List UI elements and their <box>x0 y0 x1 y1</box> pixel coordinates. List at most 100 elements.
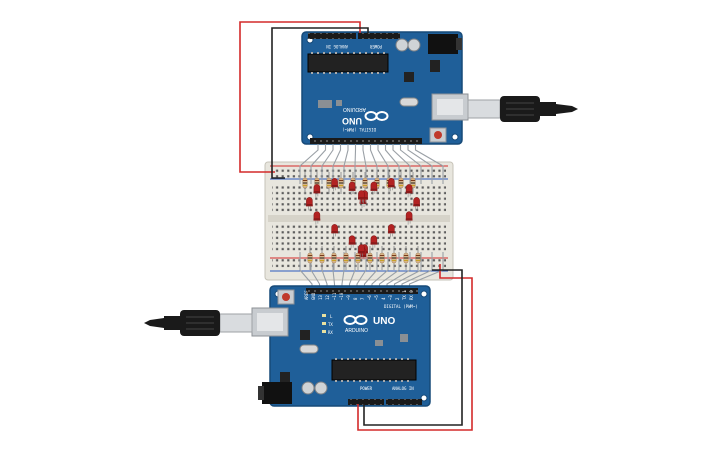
pin-label: ~11 <box>332 292 337 300</box>
capacitor-icon <box>301 381 315 395</box>
analog-in-label: ANALOG IN <box>392 386 414 391</box>
usb-cable-icon[interactable] <box>144 310 253 336</box>
led <box>370 181 378 195</box>
resistor <box>338 172 344 194</box>
board-model-label: UNO <box>342 116 362 126</box>
signal-wire <box>354 144 357 184</box>
led <box>331 178 339 192</box>
board-model-label: UNO <box>373 316 395 327</box>
pin-label: ~5 <box>374 295 379 300</box>
led <box>387 224 395 238</box>
pin-label: ~10 <box>339 292 344 300</box>
pin-label: 2 <box>395 297 400 300</box>
resistor <box>307 246 313 270</box>
atmega-chip-icon <box>331 359 417 381</box>
signal-wire <box>332 144 342 184</box>
signal-wire <box>407 144 433 184</box>
pin-label: 7 <box>360 297 365 300</box>
signal-wire <box>377 144 389 184</box>
resistor <box>326 172 332 194</box>
usb-cable-icon[interactable] <box>467 96 578 122</box>
analog-header[interactable] <box>386 399 422 405</box>
digital-label: DIGITAL (PWM~) <box>342 127 376 132</box>
signal-wire <box>321 144 334 184</box>
led <box>370 235 378 249</box>
resistor-row-bottom <box>307 246 421 270</box>
pin-label: ~6 <box>367 295 372 300</box>
signal-wire <box>392 144 411 184</box>
led-heart <box>306 178 420 262</box>
arduino-uno-top[interactable]: ANALOG IN POWER UNO ARDUINO <box>301 31 469 145</box>
led <box>313 211 321 225</box>
signal-wire <box>384 144 400 184</box>
led <box>331 224 339 238</box>
resistor <box>355 246 361 270</box>
pin-label: 12 <box>325 295 330 300</box>
pin-label: 13 <box>318 295 323 300</box>
signal-wire <box>414 144 444 184</box>
red-wire-left <box>239 21 361 173</box>
power-header[interactable] <box>348 399 384 405</box>
power-wires <box>239 21 473 431</box>
l-label: L <box>330 314 333 319</box>
led <box>313 184 321 198</box>
rx-label: RX <box>328 330 333 335</box>
led <box>405 184 413 198</box>
pin-label: 8 <box>353 297 358 300</box>
capacitor-icon <box>395 38 409 52</box>
signal-wires <box>299 144 444 288</box>
led <box>387 178 395 192</box>
pin-label: AREF <box>304 290 309 300</box>
black-wire-left <box>271 27 369 179</box>
resistor <box>319 246 325 270</box>
signal-wire <box>310 144 327 184</box>
resistor <box>331 246 337 270</box>
digital-label: DIGITAL (PWM~) <box>384 304 418 309</box>
atmega-chip-icon <box>307 53 389 73</box>
board-brand-label: ARDUINO <box>345 328 368 334</box>
pin-label: ~3 <box>388 295 393 300</box>
resistor <box>391 246 397 270</box>
led <box>358 190 365 204</box>
dc-jack-icon[interactable] <box>428 34 458 54</box>
red-wire-right <box>357 264 473 431</box>
resistor <box>367 246 373 270</box>
capacitor-icon <box>407 38 421 52</box>
resistor <box>302 172 308 194</box>
resistor <box>398 172 404 194</box>
analog-in-label: ANALOG IN <box>326 44 348 49</box>
led <box>348 181 356 195</box>
led <box>306 197 313 211</box>
resistor <box>403 246 409 270</box>
signal-wire <box>299 144 319 184</box>
arduino-logo-icon <box>343 315 368 325</box>
digital-header[interactable] <box>306 288 418 294</box>
led <box>348 235 356 249</box>
pin-label: TX 1 <box>402 290 407 300</box>
tx-label: TX <box>328 322 333 327</box>
resistor <box>343 246 349 270</box>
digital-header[interactable] <box>310 138 422 144</box>
arduino-logo-icon <box>364 111 389 121</box>
signal-wire <box>399 144 422 184</box>
capacitor-icon <box>314 381 328 395</box>
led <box>413 197 420 211</box>
analog-header[interactable] <box>308 33 356 39</box>
led <box>358 244 365 258</box>
pin-label: RX 0 <box>409 290 414 300</box>
dc-jack-icon[interactable] <box>262 382 292 404</box>
signal-wire <box>343 144 349 184</box>
power-header[interactable] <box>358 33 400 39</box>
pin-label: GND <box>311 292 316 300</box>
power-label: POWER <box>360 386 373 391</box>
resistor <box>415 246 421 270</box>
led <box>405 211 413 225</box>
signal-wire <box>362 144 367 184</box>
board-brand-label: ARDUINO <box>343 106 366 112</box>
resistor <box>379 246 385 270</box>
black-wire-right <box>363 269 463 426</box>
pin-label: ~9 <box>346 295 351 300</box>
